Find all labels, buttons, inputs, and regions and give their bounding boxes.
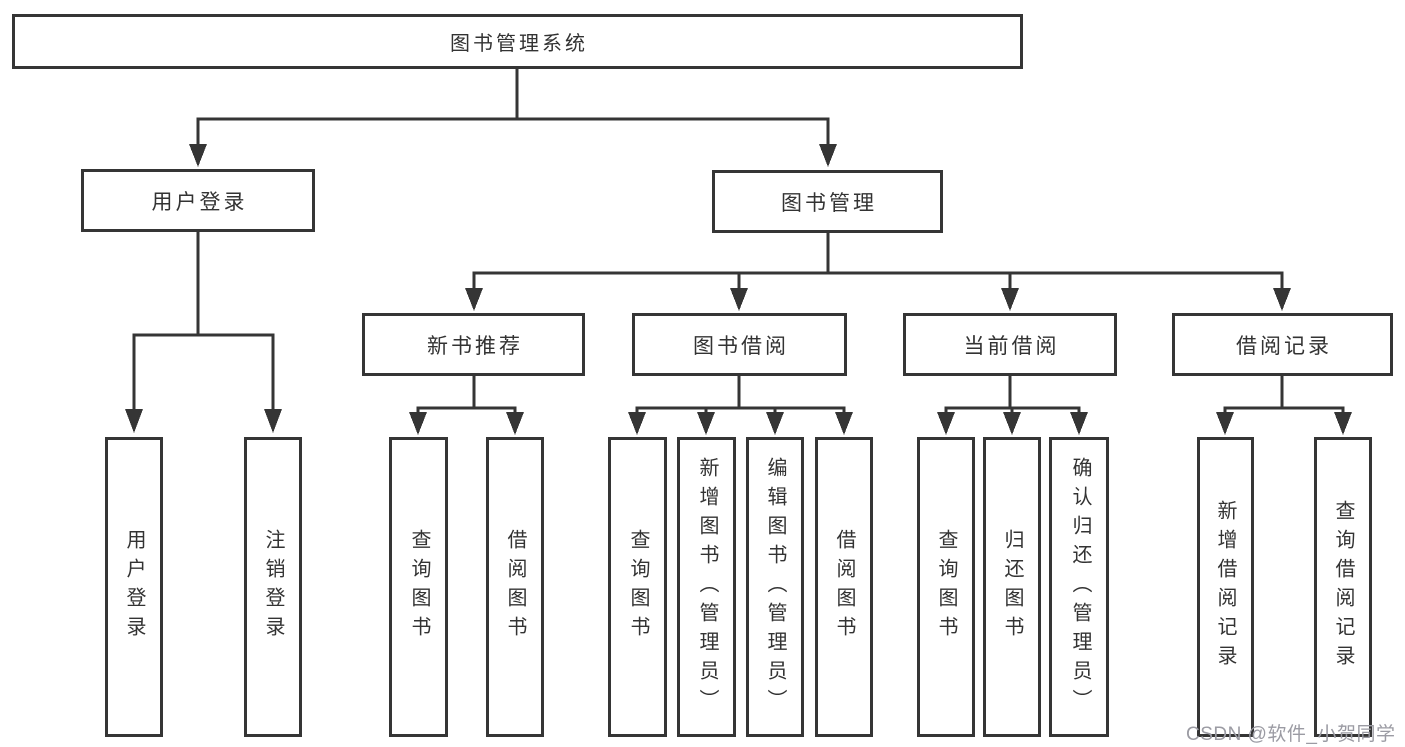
leaf-query-books-recommend: 查询图书 xyxy=(389,437,448,737)
leaf-user-login: 用户登录 xyxy=(105,437,163,737)
node-book-management: 图书管理 xyxy=(712,170,943,233)
leaf-query-books-borrow: 查询图书 xyxy=(608,437,667,737)
connector-user-login-group xyxy=(125,232,282,433)
leaf-query-borrow-record: 查询借阅记录 xyxy=(1314,437,1372,737)
leaf-confirm-return-admin: 确认归还（管理员） xyxy=(1049,437,1109,737)
leaf-add-book-admin: 新增图书（管理员） xyxy=(677,437,736,737)
node-current-borrow: 当前借阅 xyxy=(903,313,1117,376)
connector-book-management-to-level3 xyxy=(465,233,1291,311)
leaf-query-books-current: 查询图书 xyxy=(917,437,975,737)
node-root: 图书管理系统 xyxy=(12,14,1023,69)
csdn-watermark: CSDN @软件_小贺同学 xyxy=(1186,724,1396,745)
node-book-borrow: 图书借阅 xyxy=(632,313,847,376)
leaf-edit-book-admin: 编辑图书（管理员） xyxy=(746,437,804,737)
node-borrow-records: 借阅记录 xyxy=(1172,313,1393,376)
leaf-return-books: 归还图书 xyxy=(983,437,1041,737)
connector-current-borrow-group xyxy=(937,375,1088,435)
connector-new-book-group xyxy=(409,375,524,435)
connector-borrow-records-group xyxy=(1216,375,1352,435)
node-new-book-recommend: 新书推荐 xyxy=(362,313,585,376)
leaf-logout: 注销登录 xyxy=(244,437,302,737)
connector-book-borrow-group xyxy=(628,375,853,435)
leaf-borrow-books: 借阅图书 xyxy=(815,437,873,737)
leaf-borrow-books-recommend: 借阅图书 xyxy=(486,437,544,737)
node-user-login: 用户登录 xyxy=(81,169,315,232)
leaf-add-borrow-record: 新增借阅记录 xyxy=(1197,437,1254,737)
connector-root-to-level2 xyxy=(189,69,837,167)
